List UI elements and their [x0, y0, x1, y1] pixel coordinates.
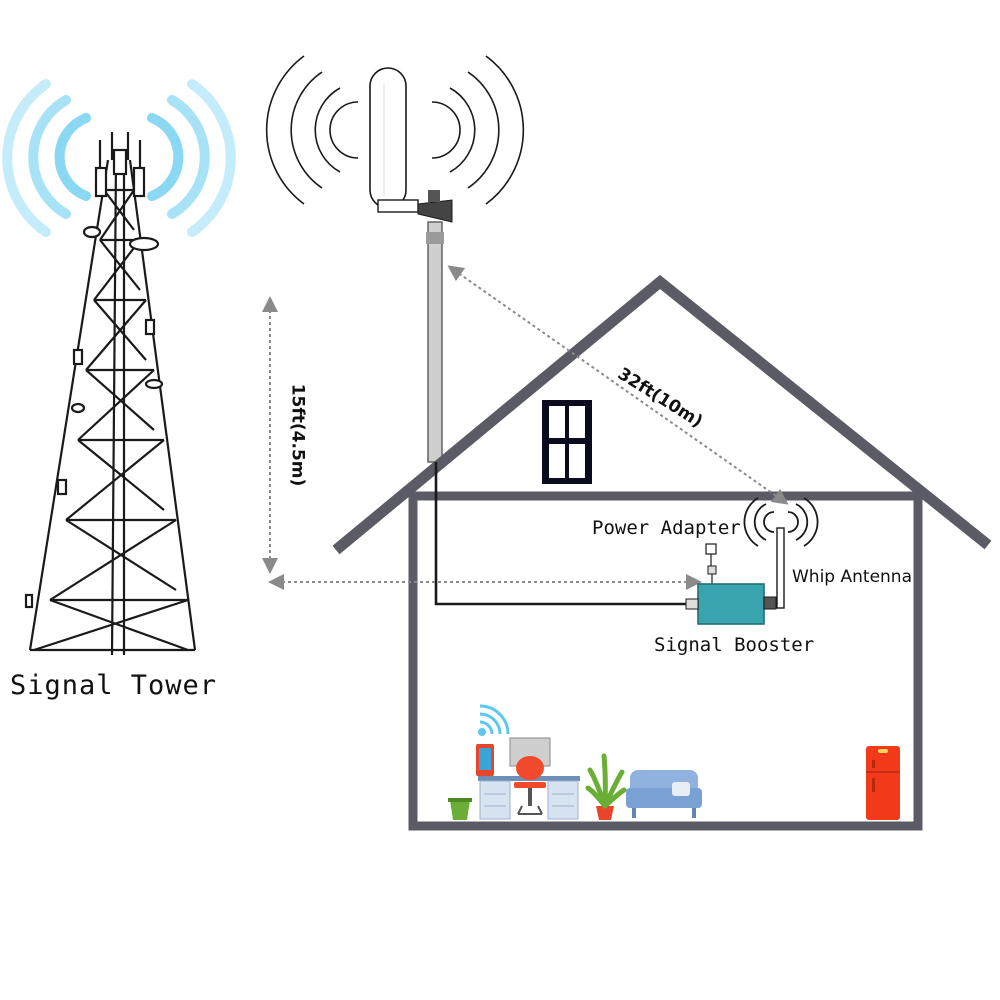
signal-tower-label: Signal Tower	[10, 670, 218, 701]
whip-antenna-label: Whip Antenna	[792, 567, 912, 587]
wifi-icon	[478, 704, 510, 736]
antenna-broadcast-waves-icon	[265, 55, 525, 205]
whip-antenna-icon	[743, 497, 819, 609]
cell-tower-icon	[24, 132, 197, 656]
power-adapter-label: Power Adapter	[592, 517, 741, 539]
signal-tower	[2, 79, 236, 656]
trash-can-icon	[448, 798, 472, 820]
potted-plant-icon	[585, 753, 627, 820]
office-chair-icon	[514, 756, 546, 815]
omni-antenna-icon	[369, 67, 453, 223]
coax-cable	[434, 462, 692, 606]
cable-length-arrow	[447, 265, 789, 505]
power-adapter-icon	[705, 543, 717, 584]
tower-signal-waves-icon	[2, 79, 236, 237]
height-dimension-label: 15ft(4.5m)	[287, 383, 308, 487]
signal-booster-icon	[685, 583, 777, 625]
mounting-pole	[426, 221, 444, 463]
smartphone-icon	[476, 744, 494, 776]
sofa-icon	[626, 770, 702, 818]
outdoor-antenna	[265, 55, 525, 463]
indoor-furniture	[448, 704, 900, 820]
house-window	[542, 400, 592, 484]
signal-booster	[685, 497, 819, 625]
signal-booster-label: Signal Booster	[654, 634, 815, 656]
refrigerator-icon	[866, 746, 900, 820]
